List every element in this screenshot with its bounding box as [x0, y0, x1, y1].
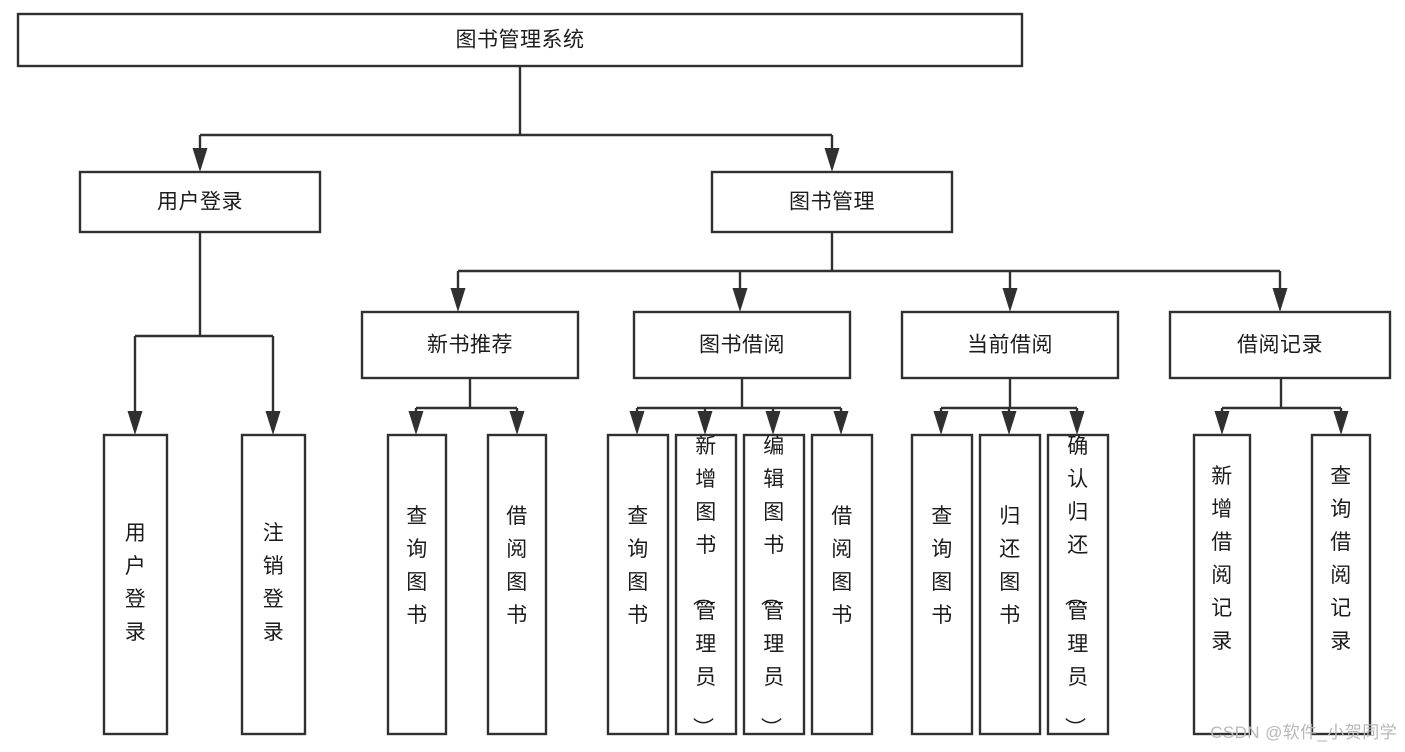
node-box-book-borrow[interactable] — [632, 310, 852, 380]
node-box-leaf-return-book[interactable] — [978, 433, 1042, 736]
node-label-leaf-add-book: 新增图书（管理员） — [690, 435, 717, 739]
connector-borrow-records — [1214, 378, 1349, 435]
connector-new-book-recommend — [408, 378, 525, 435]
node-label-leaf-query-book-current: 查询图书 — [931, 505, 953, 627]
node-leaf-edit-book[interactable]: 编辑图书（管理员） — [742, 433, 806, 739]
node-label-leaf-edit-book: 编辑图书（管理员） — [758, 435, 785, 739]
connector-current-borrow — [933, 378, 1085, 435]
node-label-leaf-query-book-recommend: 查询图书 — [406, 505, 428, 627]
node-label-leaf-return-book: 归还图书 — [999, 505, 1021, 627]
node-leaf-query-book[interactable]: 查询图书 — [606, 433, 670, 736]
node-leaf-borrow-book-recommend[interactable]: 借阅图书 — [486, 433, 548, 736]
node-label-leaf-query-borrow-record: 查询借阅记录 — [1330, 465, 1352, 653]
node-box-user-login[interactable] — [78, 170, 322, 234]
node-box-root[interactable] — [16, 12, 1024, 68]
connector-book-management — [450, 232, 1288, 312]
connectors-layer — [127, 66, 1349, 435]
connector-root — [192, 66, 840, 172]
node-new-book-recommend[interactable]: 新书推荐 — [360, 310, 580, 380]
node-borrow-records[interactable]: 借阅记录 — [1168, 310, 1392, 380]
node-box-leaf-query-book-recommend[interactable] — [386, 433, 448, 736]
node-label-borrow-records: 借阅记录 — [1237, 334, 1323, 357]
node-label-root: 图书管理系统 — [456, 29, 585, 52]
node-leaf-user-login[interactable]: 用户登录 — [102, 433, 169, 736]
node-leaf-add-book[interactable]: 新增图书（管理员） — [674, 433, 738, 739]
node-leaf-borrow-book[interactable]: 借阅图书 — [810, 433, 874, 736]
node-box-new-book-recommend[interactable] — [360, 310, 580, 380]
node-leaf-logout[interactable]: 注销登录 — [240, 433, 307, 736]
node-label-current-borrow: 当前借阅 — [967, 334, 1053, 357]
node-leaf-query-book-recommend[interactable]: 查询图书 — [386, 433, 448, 736]
connector-book-borrow — [629, 378, 849, 435]
node-box-leaf-query-book-current[interactable] — [910, 433, 974, 736]
node-box-leaf-edit-book[interactable] — [742, 433, 806, 736]
node-box-leaf-query-book[interactable] — [606, 433, 670, 736]
node-root[interactable]: 图书管理系统 — [16, 12, 1024, 68]
node-box-leaf-borrow-book[interactable] — [810, 433, 874, 736]
node-leaf-query-book-current[interactable]: 查询图书 — [910, 433, 974, 736]
node-book-management[interactable]: 图书管理 — [710, 170, 954, 234]
node-box-borrow-records[interactable] — [1168, 310, 1392, 380]
node-leaf-add-borrow-record[interactable]: 新增借阅记录 — [1192, 433, 1252, 736]
node-label-leaf-confirm-return: 确认归还（管理员） — [1062, 435, 1089, 739]
node-label-leaf-borrow-book-recommend: 借阅图书 — [506, 505, 528, 627]
node-label-leaf-query-book: 查询图书 — [627, 505, 649, 627]
node-current-borrow[interactable]: 当前借阅 — [900, 310, 1120, 380]
node-box-leaf-add-borrow-record[interactable] — [1192, 433, 1252, 736]
node-box-leaf-query-borrow-record[interactable] — [1310, 433, 1372, 736]
node-label-book-borrow: 图书借阅 — [699, 334, 785, 357]
node-label-user-login: 用户登录 — [157, 191, 243, 214]
node-label-book-management: 图书管理 — [789, 191, 875, 214]
node-leaf-return-book[interactable]: 归还图书 — [978, 433, 1042, 736]
node-leaf-query-borrow-record[interactable]: 查询借阅记录 — [1310, 433, 1372, 736]
node-label-leaf-user-login: 用户登录 — [125, 522, 147, 644]
node-label-leaf-borrow-book: 借阅图书 — [831, 505, 853, 627]
node-leaf-confirm-return[interactable]: 确认归还（管理员） — [1046, 433, 1110, 739]
node-label-leaf-add-borrow-record: 新增借阅记录 — [1211, 465, 1233, 653]
node-box-leaf-borrow-book-recommend[interactable] — [486, 433, 548, 736]
node-box-leaf-add-book[interactable] — [674, 433, 738, 736]
node-box-leaf-logout[interactable] — [240, 433, 307, 736]
node-label-leaf-logout: 注销登录 — [263, 522, 285, 644]
connector-user-login — [127, 232, 281, 435]
node-box-leaf-user-login[interactable] — [102, 433, 169, 736]
watermark-text: CSDN @软件_小贺同学 — [1210, 723, 1397, 742]
node-user-login[interactable]: 用户登录 — [78, 170, 322, 234]
node-box-current-borrow[interactable] — [900, 310, 1120, 380]
node-box-book-management[interactable] — [710, 170, 954, 234]
node-book-borrow[interactable]: 图书借阅 — [632, 310, 852, 380]
node-label-new-book-recommend: 新书推荐 — [427, 334, 513, 357]
nodes-layer: 图书管理系统用户登录图书管理新书推荐图书借阅当前借阅借阅记录用户登录注销登录查询… — [16, 12, 1392, 739]
node-box-leaf-confirm-return[interactable] — [1046, 433, 1110, 736]
